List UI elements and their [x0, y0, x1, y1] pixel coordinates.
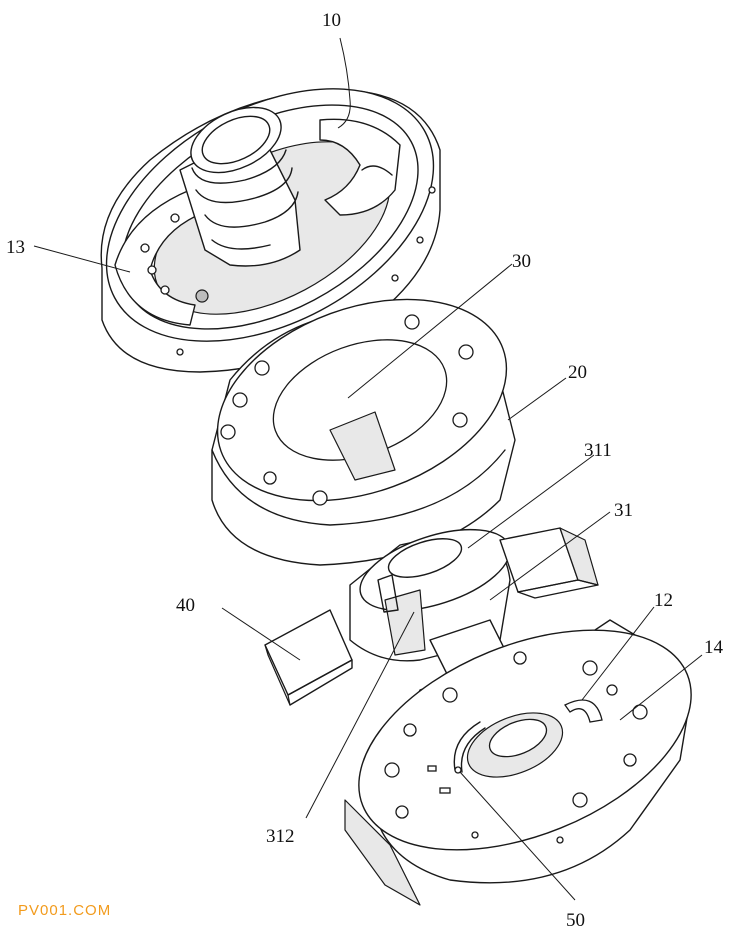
label-13: 13	[6, 237, 25, 258]
middle-ring	[211, 298, 516, 566]
label-20: 20	[568, 362, 587, 383]
label-40: 40	[176, 595, 195, 616]
label-30: 30	[512, 251, 531, 272]
magnet-block-left	[264, 609, 353, 706]
bottom-housing	[344, 619, 692, 906]
label-312: 312	[266, 826, 295, 847]
label-311: 311	[584, 440, 612, 461]
magnet-block-right	[499, 527, 599, 599]
label-12: 12	[654, 590, 673, 611]
label-50: 50	[566, 910, 585, 931]
leader-lines	[33, 37, 703, 901]
label-14: 14	[704, 637, 724, 658]
label-31: 31	[614, 500, 633, 521]
part-labels: 10 13 30 20 311 31 40 12 14 312 50	[6, 10, 724, 931]
top-housing	[100, 88, 441, 373]
watermark-text: PV001.COM	[18, 902, 112, 919]
label-10: 10	[322, 10, 341, 31]
